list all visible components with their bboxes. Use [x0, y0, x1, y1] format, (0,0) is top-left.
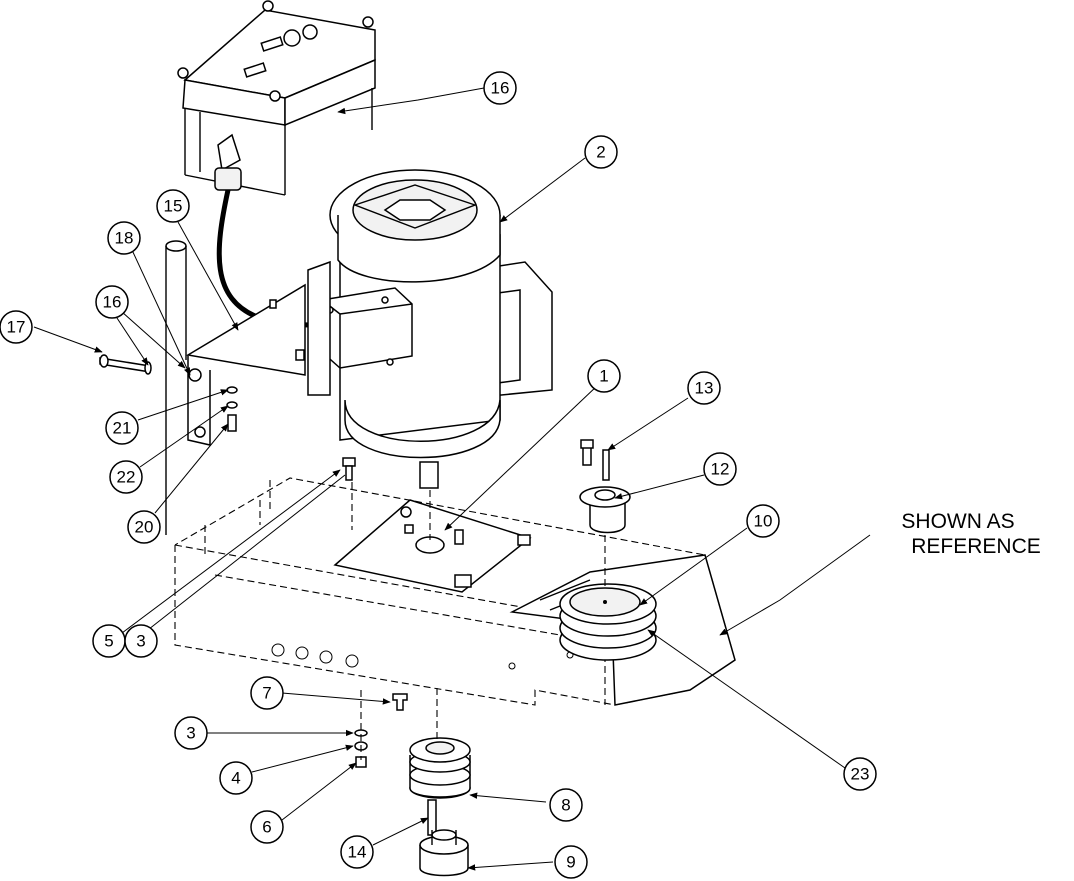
callout-18: 18 [107, 221, 141, 255]
callout-9: 9 [554, 845, 588, 879]
svg-text:16: 16 [103, 293, 122, 312]
support-post [165, 240, 187, 535]
callout-7: 7 [250, 676, 284, 710]
svg-text:5: 5 [104, 632, 113, 651]
svg-text:21: 21 [113, 419, 132, 438]
svg-text:7: 7 [262, 684, 271, 703]
svg-text:22: 22 [117, 468, 136, 487]
drive-pulley [559, 583, 657, 661]
svg-text:6: 6 [262, 818, 271, 837]
callout-3-upper: 3 [124, 624, 158, 658]
control-box [177, 0, 376, 196]
callout-5: 5 [92, 624, 126, 658]
lower-hardware [342, 457, 408, 768]
callout-23: 23 [843, 757, 877, 791]
callout-13: 13 [687, 371, 721, 405]
alignment-lines [351, 482, 606, 760]
svg-text:10: 10 [754, 512, 773, 531]
svg-text:2: 2 [596, 143, 605, 162]
leader-lines [33, 87, 871, 871]
svg-text:17: 17 [7, 318, 26, 337]
callout-3-lower: 3 [174, 716, 208, 750]
callout-4: 4 [219, 761, 253, 795]
svg-text:16: 16 [491, 79, 510, 98]
bracket-fasteners [99, 354, 238, 438]
taper-bushing-upper [579, 439, 631, 534]
callout-1: 1 [587, 359, 621, 393]
note-line-2: REFERENCE [911, 535, 1041, 558]
electric-motor [307, 169, 553, 489]
svg-text:3: 3 [186, 724, 195, 743]
svg-text:23: 23 [851, 765, 870, 784]
callout-20: 20 [127, 510, 161, 544]
svg-text:12: 12 [711, 460, 730, 479]
svg-text:9: 9 [566, 853, 575, 872]
svg-text:18: 18 [115, 229, 134, 248]
reference-note: SHOWN AS REFERENCE [901, 510, 1040, 558]
callout-12: 12 [703, 452, 737, 486]
callout-2: 2 [584, 135, 618, 169]
callout-21: 21 [105, 411, 139, 445]
lower-pulley [409, 737, 471, 877]
svg-text:4: 4 [231, 769, 240, 788]
svg-text:20: 20 [135, 518, 154, 537]
motor-mount-plate [333, 499, 532, 593]
callout-10: 10 [746, 504, 780, 538]
callout-22: 22 [109, 460, 143, 494]
callout-15: 15 [156, 189, 190, 223]
callout-14: 14 [340, 835, 374, 869]
callout-16: 16 [95, 285, 129, 319]
svg-text:14: 14 [348, 843, 367, 862]
callout-6: 6 [250, 810, 284, 844]
callout-19: 16 [483, 71, 517, 105]
callout-17: 17 [0, 310, 33, 344]
svg-text:8: 8 [561, 796, 570, 815]
svg-text:1: 1 [599, 367, 608, 386]
power-cable [216, 189, 326, 328]
svg-text:13: 13 [695, 379, 714, 398]
callout-8: 8 [549, 788, 583, 822]
note-line-1: SHOWN AS [901, 510, 1014, 533]
svg-text:3: 3 [136, 632, 145, 651]
svg-text:15: 15 [164, 197, 183, 216]
